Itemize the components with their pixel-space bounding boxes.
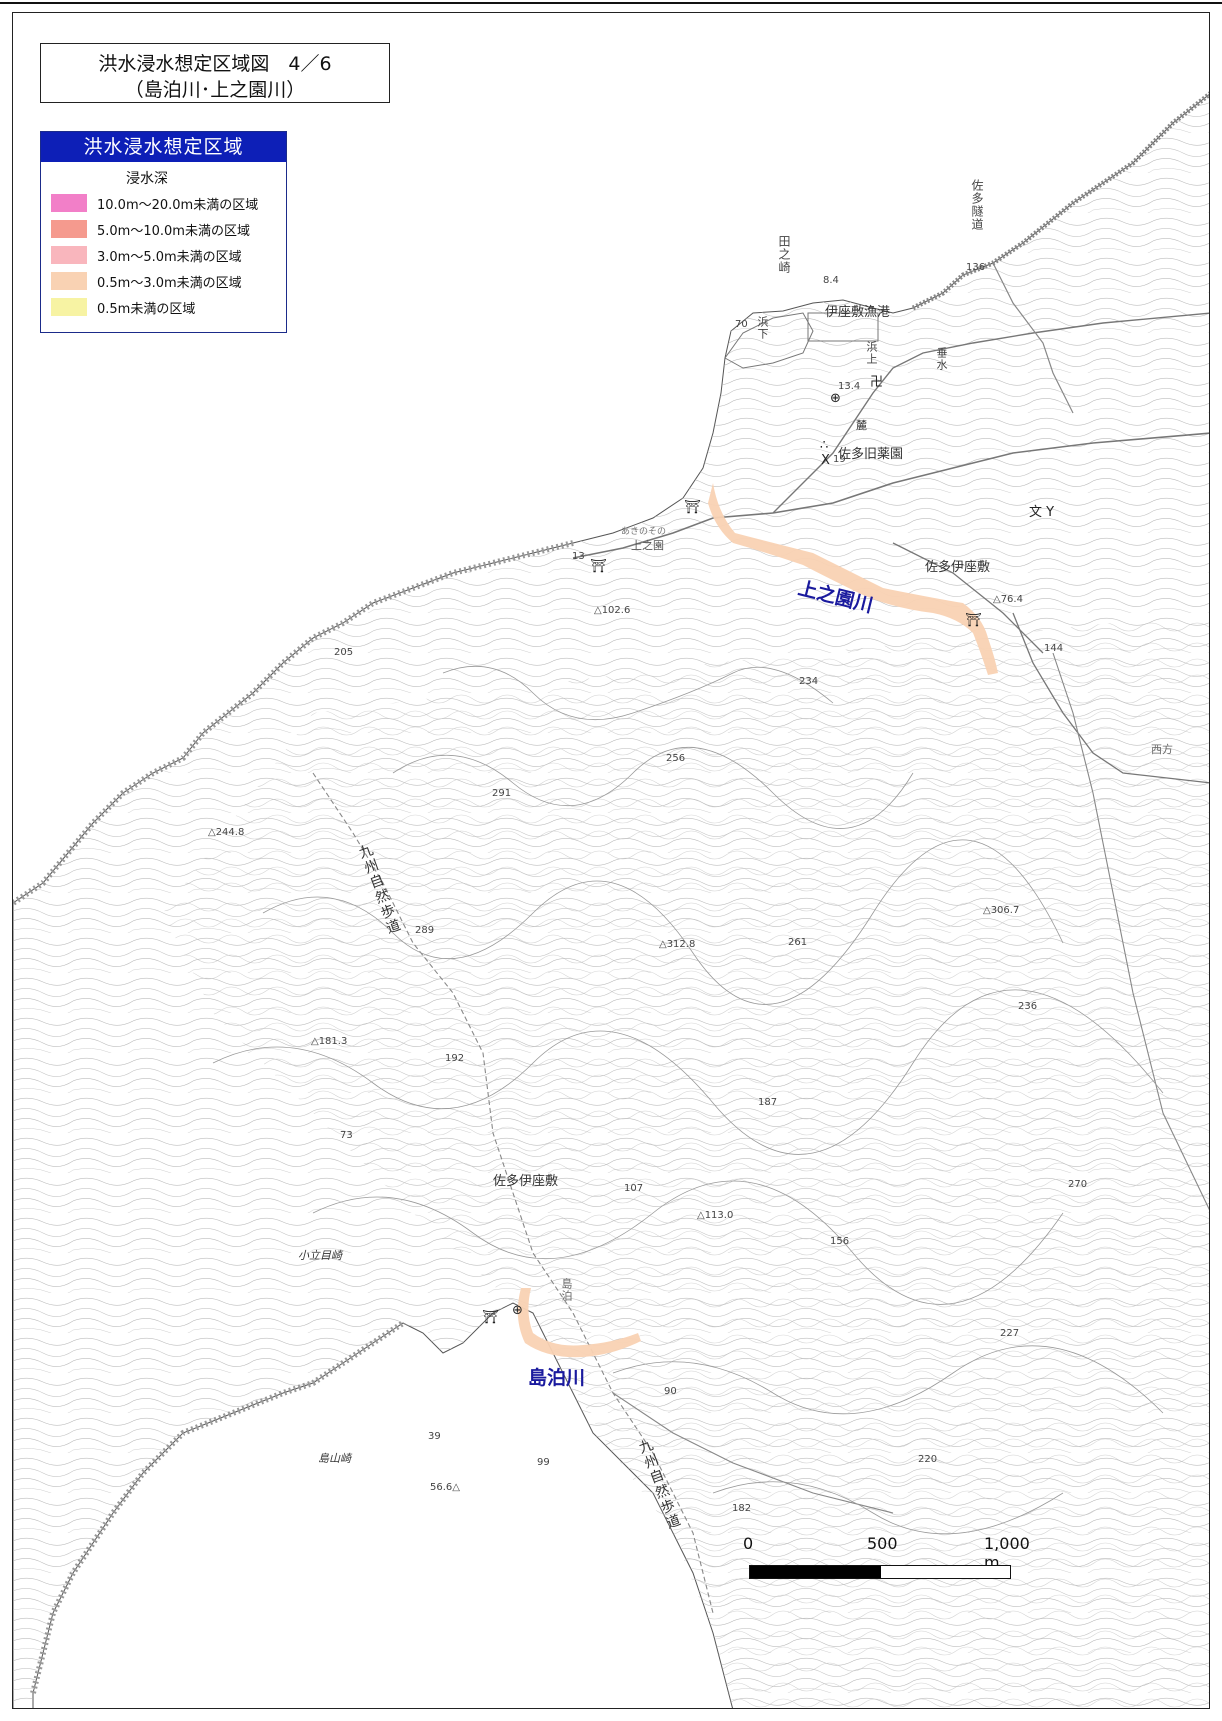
legend-label: 5.0m～10.0m未満の区域 (97, 223, 250, 239)
elevation: 70 (735, 319, 748, 330)
label-tanosaki: 田之崎 (777, 235, 791, 274)
elevation: 39 (428, 1431, 441, 1442)
scale-bar: 0 500 1,000 m (743, 1529, 1030, 1589)
scale-bar-graphic (749, 1565, 1011, 1579)
elevation: 13 (572, 551, 585, 562)
legend-item: 5.0m～10.0m未満の区域 (41, 216, 286, 242)
elevation: 234 (799, 676, 819, 687)
legend-label: 0.5m～3.0m未満の区域 (97, 275, 242, 291)
label-tarumizu: 垂水 (935, 347, 948, 371)
map-frame: 伊座敷漁港 佐多旧薬園 佐多伊座敷 佐多伊座敷 上之園 あきのその 田之崎 佐多… (12, 12, 1210, 1709)
legend-label: 10.0m～20.0m未満の区域 (97, 197, 259, 213)
map-subtitle: （島泊川･上之園川） (124, 79, 306, 101)
shrine-icon: ⛩ (482, 1310, 499, 1325)
scale-bar-black-segment (750, 1566, 881, 1578)
shrine-icon: ⛩ (590, 559, 607, 574)
post-office-icon: ⊕ (512, 1303, 523, 1318)
elevation: △312.8 (659, 939, 696, 950)
elevation: 236 (1018, 1001, 1038, 1012)
elevation: 220 (918, 1454, 938, 1465)
elevation: 19 (833, 454, 846, 465)
legend-label: 3.0m～5.0m未満の区域 (97, 249, 242, 265)
police-box-icon: X (821, 453, 830, 468)
elevation: △102.6 (594, 605, 631, 616)
legend-item: 0.5m～3.0m未満の区域 (41, 268, 286, 294)
legend-swatch (51, 298, 87, 316)
label-sata-izashiki-sw: 佐多伊座敷 (493, 1174, 559, 1189)
label-kotatemezaki: 小立目崎 (298, 1249, 342, 1262)
elevation: △244.8 (208, 827, 245, 838)
elevation: 192 (445, 1053, 465, 1064)
legend-swatch (51, 220, 87, 238)
elevation: 107 (624, 1183, 644, 1194)
scale-label-mid: 500 (867, 1534, 898, 1553)
legend: 洪水浸水想定区域 浸水深 10.0m～20.0m未満の区域 5.0m～10.0m… (40, 131, 287, 333)
post-office-icon: ⊕ (830, 391, 841, 406)
elevation: 187 (758, 1097, 778, 1108)
label-sata-tunnel: 佐多隧道 (970, 179, 984, 231)
topographic-map (13, 91, 1209, 1708)
elevation: 90 (664, 1386, 677, 1397)
label-nishikata: 西方 (1151, 743, 1173, 756)
label-sata-izashiki-ne: 佐多伊座敷 (925, 560, 991, 575)
legend-swatch (51, 194, 87, 212)
elevation: 99 (537, 1457, 550, 1468)
legend-label: 0.5m未満の区域 (97, 301, 196, 317)
shrine-icon: ⛩ (684, 500, 701, 515)
label-kaminosono: 上之園 (631, 539, 664, 552)
elevation: 227 (1000, 1328, 1020, 1339)
elevation: 291 (492, 788, 512, 799)
elevation: 144 (1044, 643, 1064, 654)
elevation: △306.7 (983, 905, 1020, 916)
elevation: 256 (666, 753, 686, 764)
map-title: 洪水浸水想定区域図 4／6 (98, 53, 332, 75)
label-shimayamazaki: 島山崎 (318, 1452, 351, 1465)
scale-label-zero: 0 (743, 1534, 754, 1553)
label-herb-garden: 佐多旧薬園 (838, 447, 904, 462)
inundation-kaminosono (708, 483, 998, 675)
legend-item: 10.0m～20.0m未満の区域 (41, 190, 286, 216)
historic-site-icon: ∴ (820, 438, 829, 453)
school-icon: 文 Y (1029, 505, 1055, 520)
legend-swatch (51, 246, 87, 264)
map-title-box: 洪水浸水想定区域図 4／6 （島泊川･上之園川） (40, 43, 390, 103)
label-fumoto: 麓 (856, 419, 867, 432)
elevation: 205 (334, 647, 354, 658)
elevation: 73 (340, 1130, 353, 1141)
elevation: 8.4 (823, 275, 839, 286)
legend-swatch (51, 272, 87, 290)
shrine-icon: ⛩ (965, 613, 982, 628)
label-port: 伊座敷漁港 (825, 305, 891, 320)
elevation: 261 (788, 937, 808, 948)
elevation: △113.0 (697, 1210, 734, 1221)
river-label-shimadomari: 島泊川 (528, 1367, 586, 1389)
elevation: 13.4 (838, 381, 861, 392)
label-hamashita: 浜下 (756, 316, 769, 340)
elevation: 270 (1068, 1179, 1088, 1190)
elevation: 289 (415, 925, 435, 936)
top-rule (0, 2, 1222, 4)
temple-icon: 卍 (870, 375, 884, 390)
label-hamagami: 浜上 (865, 341, 878, 365)
elevation: △181.3 (311, 1036, 348, 1047)
label-shimadomari-vertical: 島泊 (560, 1278, 573, 1302)
elevation: 182 (732, 1503, 752, 1514)
elevation: 56.6△ (430, 1482, 460, 1493)
legend-item: 0.5m未満の区域 (41, 294, 286, 320)
legend-header: 洪水浸水想定区域 (41, 132, 286, 162)
label-akinosono: あきのその (621, 527, 667, 537)
legend-item: 3.0m～5.0m未満の区域 (41, 242, 286, 268)
elevation: 156 (830, 1236, 850, 1247)
elevation: 136 (966, 262, 986, 273)
elevation: △76.4 (993, 594, 1023, 605)
legend-subtitle: 浸水深 (126, 171, 168, 187)
